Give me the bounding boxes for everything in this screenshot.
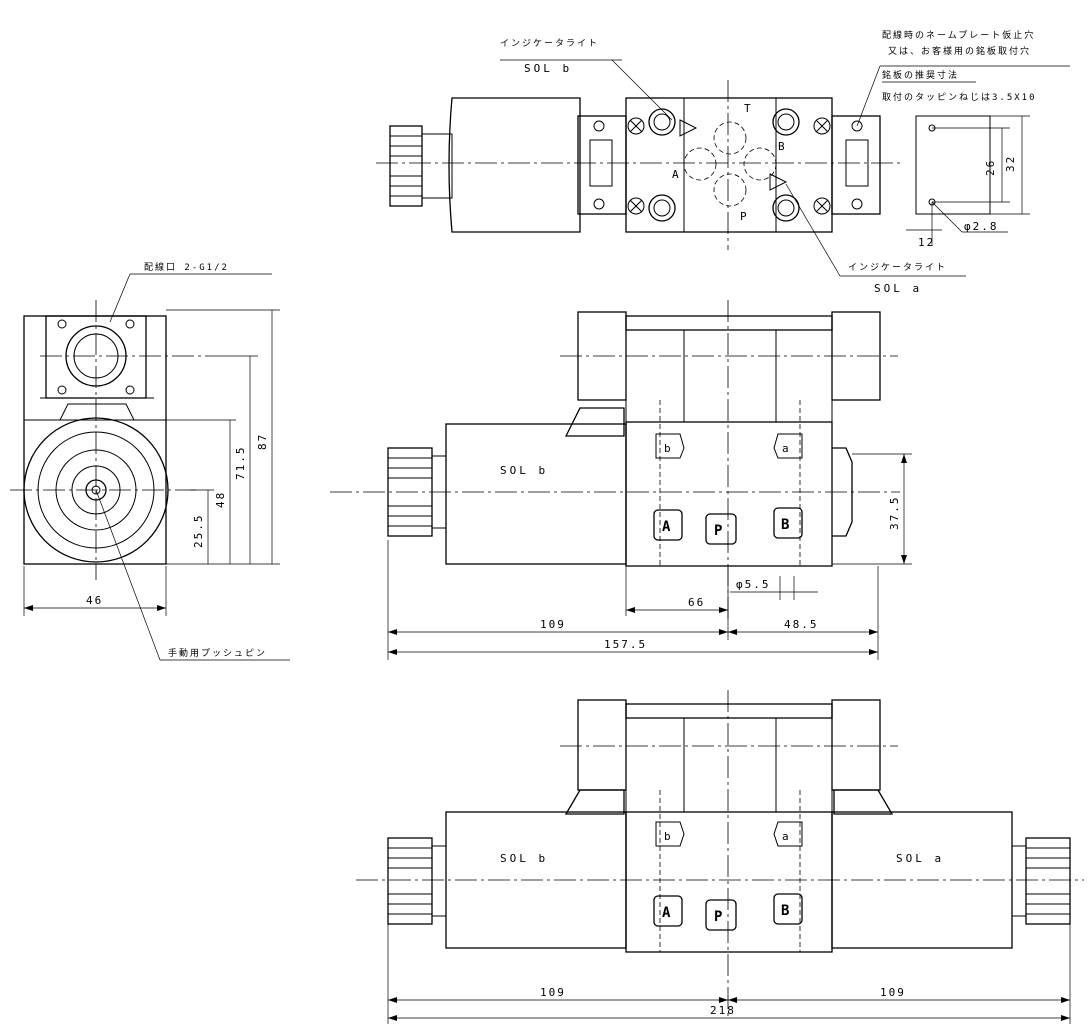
dim-48-5: 48.5	[784, 618, 819, 631]
dim-12: 12	[918, 236, 935, 249]
callout-indicator-b: インジケータライト	[500, 38, 599, 49]
double-port-p: P	[714, 909, 722, 925]
front-port-b: B	[781, 517, 789, 533]
manual-pin-label: 手動用プッシュピン	[168, 647, 267, 659]
double-sol-b: SOL b	[500, 852, 548, 865]
side-view: 配線口 2-G1/2 手動用プッシュピン 46	[10, 261, 290, 661]
top-port-t-label: T	[744, 102, 753, 115]
front-letter-b: b	[664, 442, 673, 455]
double-letter-b: b	[664, 830, 673, 843]
front-letter-a: a	[782, 442, 791, 455]
dim-218: 218	[710, 1004, 736, 1017]
double-sol-a: SOL a	[896, 852, 944, 865]
wiring-port-label: 配線口 2-G1/2	[144, 261, 229, 273]
plate-size-title: 銘板の推奨寸法	[882, 69, 959, 81]
dim-26: 26	[984, 159, 997, 176]
nameplate-note-1: 配線時のネームプレート仮止穴	[882, 29, 1035, 41]
top-view: T A B P インジケータライト SOL b インジケータライト SOL a …	[376, 29, 1070, 295]
dim-109-front: 109	[540, 618, 566, 631]
dim-71-5: 71.5	[234, 446, 247, 481]
double-port-b: B	[781, 903, 789, 919]
front-sol-b: SOL b	[500, 464, 548, 477]
plate-screw-note: 取付のタッピンねじは3.5X10	[882, 92, 1037, 103]
dim-32: 32	[1004, 155, 1017, 172]
double-letter-a: a	[782, 830, 791, 843]
dim-hole: φ2.8	[964, 220, 999, 233]
double-port-a: A	[662, 905, 671, 921]
dim-5-5: φ5.5	[736, 578, 771, 591]
dim-109-double-right: 109	[880, 986, 906, 999]
callout-indicator-a: インジケータライト	[848, 262, 947, 273]
dim-109-double-left: 109	[540, 986, 566, 999]
front-view: SOL b b a A P B 37.5 66 φ5.5	[330, 300, 912, 660]
top-port-a-label: A	[672, 168, 681, 181]
dim-25-5: 25.5	[192, 514, 205, 549]
dim-87: 87	[256, 433, 269, 450]
callout-sol-a: SOL a	[874, 282, 922, 295]
dim-157-5: 157.5	[604, 638, 647, 651]
dim-46: 46	[86, 594, 103, 607]
dim-66: 66	[688, 596, 705, 609]
front-port-p: P	[714, 523, 722, 539]
top-port-p-label: P	[740, 210, 749, 223]
callout-sol-b: SOL b	[524, 62, 572, 75]
double-view: SOL b SOL a b a A P B 109 109	[356, 690, 1084, 1024]
dim-48: 48	[214, 491, 227, 508]
front-port-a: A	[662, 519, 671, 535]
top-port-b-label: B	[778, 140, 787, 153]
dim-37-5: 37.5	[888, 496, 901, 531]
nameplate-note-2: 又は、お客様用の銘板取付穴	[888, 45, 1031, 57]
